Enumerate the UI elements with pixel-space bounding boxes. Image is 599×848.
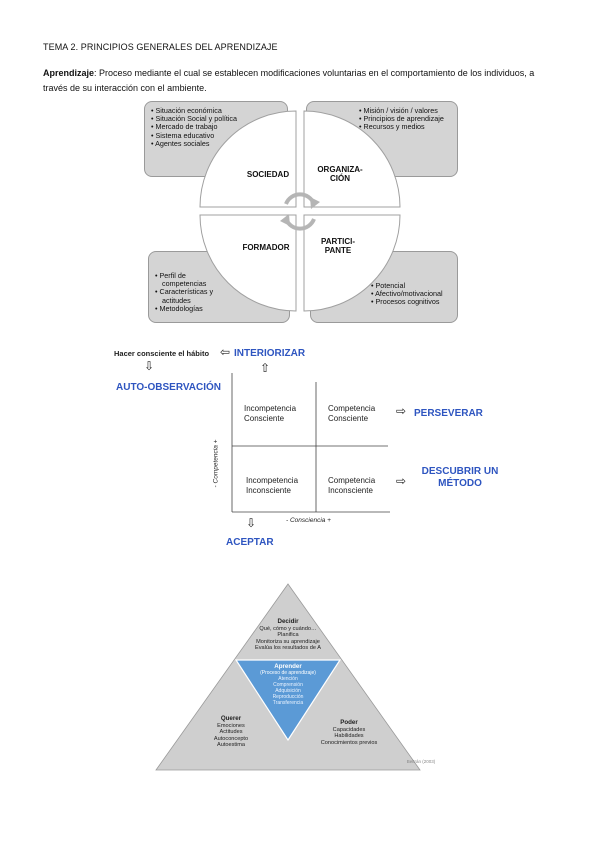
- intro-paragraph: Aprendizaje: Proceso mediante el cual se…: [43, 66, 558, 96]
- list-item: Procesos cognitivos: [371, 298, 457, 306]
- arrow-left-outline-icon: ⇦: [220, 345, 231, 359]
- quadrant-circle: [199, 110, 401, 312]
- cell-competencia-inconsciente: Competencia Inconsciente: [328, 476, 375, 496]
- quadrant-participante-shape: [303, 214, 401, 312]
- list-item: Afectivo/motivacional: [371, 289, 457, 298]
- aprender-block: Aprender (Proceso de aprendizaje) Atenci…: [248, 663, 328, 706]
- cell-incompetencia-consciente: Incompetencia Consciente: [244, 404, 296, 424]
- querer-block: Querer Emociones Actitudes Autoconcepto …: [196, 715, 266, 749]
- x-axis-label: - Consciencia +: [286, 517, 331, 524]
- quadrant-organizacion-shape: [303, 110, 401, 208]
- querer-line: Autoestima: [217, 742, 245, 749]
- cell-line: Inconsciente: [246, 486, 291, 495]
- auto-observacion-label: AUTO-OBSERVACIÓN: [116, 382, 222, 393]
- list-item: Recursos y medios: [359, 123, 455, 131]
- list-bottom-left: Perfil de competencias Características y…: [155, 271, 227, 313]
- list-item: Sistema educativo: [151, 131, 251, 140]
- list-item: Situación Social y política: [151, 114, 251, 123]
- list-item: Potencial: [371, 281, 457, 290]
- decidir-line: Evalúa los resultados de A: [255, 645, 321, 652]
- aprender-line: Comprensión: [273, 682, 303, 688]
- poder-line: Conocimientos previos: [320, 739, 378, 746]
- cycle-arrows-icon: [284, 192, 316, 231]
- organizacion-line-1: ORGANIZA-: [317, 165, 363, 174]
- list-item: Agentes sociales: [151, 139, 251, 148]
- quadrant-formador-shape: [199, 214, 297, 312]
- decidir-title: Decidir: [277, 618, 299, 625]
- list-item: Mercado de trabajo: [151, 123, 251, 131]
- list-top-left: Situación económica Situación Social y p…: [151, 106, 251, 148]
- descubrir-line-1: DESCUBRIR UN: [421, 466, 499, 477]
- aceptar-label: ACEPTAR: [226, 537, 274, 548]
- list-item: Situación económica: [151, 106, 251, 115]
- perseverar-label: PERSEVERAR: [414, 408, 483, 419]
- querer-line: Autoconcepto: [213, 735, 249, 742]
- diagram-context: Situación económica Situación Social y p…: [140, 98, 460, 324]
- list-bottom-right: Potencial Afectivo/motivacional Procesos…: [371, 281, 457, 307]
- competence-matrix-lines: [231, 373, 390, 513]
- pyramid-shape: [155, 583, 421, 771]
- decidir-line: Planifica: [277, 632, 299, 639]
- aprender-line: Reproducción: [272, 694, 304, 700]
- cell-line: Consciente: [328, 414, 369, 423]
- descubrir-line-2: MÉTODO: [438, 478, 482, 489]
- quadrant-formador-label: FORMADOR: [242, 243, 290, 252]
- querer-line: Emociones: [217, 722, 245, 729]
- interiorizar-label: INTERIORIZAR: [234, 348, 306, 359]
- arrow-down-outline-icon: ⇩: [144, 359, 155, 373]
- list-item: Perfil de competencias: [155, 271, 227, 288]
- poder-line: Capacidades: [332, 726, 366, 733]
- aprender-title: Aprender: [274, 663, 302, 670]
- page-title: TEMA 2. PRINCIPIOS GENERALES DEL APRENDI…: [43, 42, 278, 52]
- decidir-line: Monitoriza su aprendizaje: [256, 638, 320, 645]
- arrow-right-outline-icon: ⇨: [396, 404, 407, 418]
- arrow-down-outline-icon: ⇩: [246, 516, 257, 530]
- participante-line-2: PANTE: [324, 246, 352, 255]
- arrow-right-outline-icon: ⇨: [396, 474, 407, 488]
- cell-competencia-consciente: Competencia Consciente: [328, 404, 375, 424]
- decidir-block: Decidir Qué, cómo y cuándo… Planifica Mo…: [238, 618, 338, 652]
- decidir-line: Qué, cómo y cuándo…: [259, 625, 317, 632]
- quadrant-sociedad-label: SOCIEDAD: [246, 170, 290, 179]
- aprender-line: Atención: [278, 676, 298, 682]
- quadrant-participante-label: PARTICI- PANTE: [306, 237, 370, 255]
- poder-title: Poder: [340, 719, 358, 726]
- aprender-line: Transferencia: [272, 700, 304, 706]
- querer-title: Querer: [220, 715, 242, 722]
- cell-line: Incompetencia: [244, 404, 297, 413]
- y-axis-label: - Competencia +: [212, 439, 220, 488]
- cell-line: Competencia: [328, 404, 376, 413]
- quadrant-sociedad-shape: [199, 110, 297, 208]
- aprender-subtitle: (Proceso de aprendizaje): [260, 670, 316, 676]
- cell-line: Incompetencia: [246, 476, 299, 485]
- aprender-line: Adquisición: [275, 688, 301, 694]
- diagram-competence: Hacer consciente el hábito ⇦ INTERIORIZA…: [110, 340, 510, 555]
- hacer-consciente-text: Hacer consciente el hábito: [114, 349, 210, 358]
- poder-block: Poder Capacidades Habilidades Conocimien…: [308, 719, 390, 746]
- cell-line: Inconsciente: [328, 486, 373, 495]
- intro-term: Aprendizaje: [43, 68, 95, 78]
- quadrant-organizacion-label: ORGANIZA- CIÓN: [308, 165, 372, 183]
- participante-line-1: PARTICI-: [320, 237, 356, 246]
- querer-line: Actitudes: [219, 729, 243, 736]
- credit-text: Beltrán (2003): [406, 759, 436, 764]
- list-item: Principios de aprendizaje: [359, 114, 455, 123]
- cell-line: Competencia: [328, 476, 376, 485]
- diagram-pyramid: Decidir Qué, cómo y cuándo… Planifica Mo…: [152, 580, 448, 776]
- organizacion-line-2: CIÓN: [330, 174, 350, 183]
- poder-line: Habilidades: [334, 733, 364, 740]
- intro-text: : Proceso mediante el cual se establecen…: [43, 68, 535, 93]
- list-item: Metodologías: [155, 304, 227, 313]
- list-item: Características y actitudes: [155, 288, 227, 305]
- arrow-up-outline-icon: ⇧: [260, 361, 271, 375]
- list-item: Misión / visión / valores: [359, 106, 455, 115]
- cell-incompetencia-inconsciente: Incompetencia Inconsciente: [246, 476, 298, 496]
- descubrir-metodo-label: DESCUBRIR UN MÉTODO: [408, 466, 512, 490]
- cell-line: Consciente: [244, 414, 285, 423]
- inner-triangle: [234, 659, 342, 742]
- list-top-right: Misión / visión / valores Principios de …: [359, 106, 455, 132]
